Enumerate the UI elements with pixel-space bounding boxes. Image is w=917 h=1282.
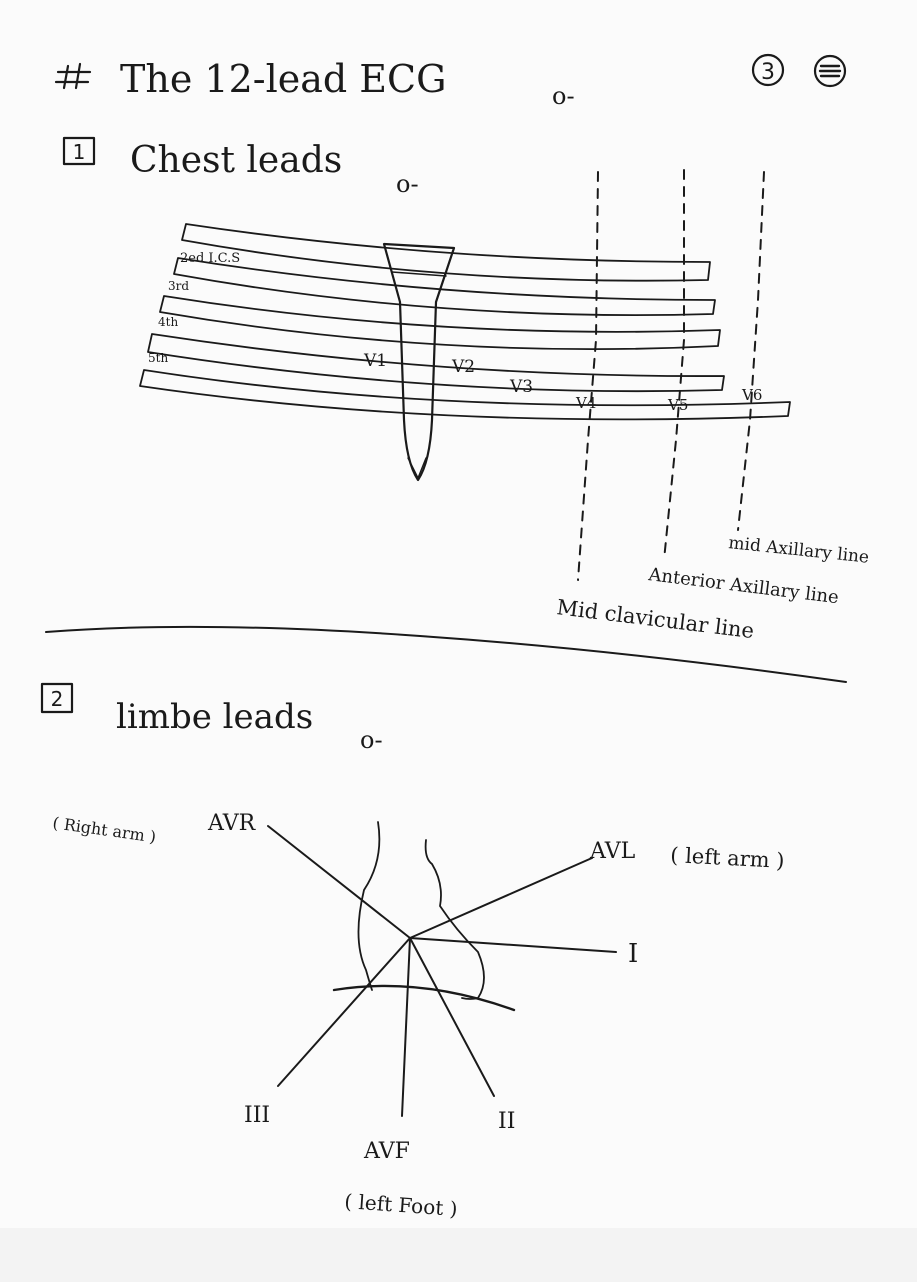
sternum	[382, 242, 456, 482]
page-number: 3	[761, 60, 775, 85]
page-edge	[0, 1228, 917, 1282]
section1-heading: 1 Chest leads o-	[62, 136, 419, 198]
anterior-axillary-line	[663, 169, 685, 561]
lead-ii-axis	[409, 937, 495, 1097]
section1-number: 1	[73, 140, 86, 164]
section2-title-suffix: o-	[360, 726, 383, 754]
ics-label-4: 4th	[158, 315, 178, 329]
section2-number-box	[40, 682, 74, 714]
rib-4	[147, 333, 725, 393]
lead-iii-label: III	[244, 1103, 270, 1128]
electrode-v5: V5	[667, 396, 688, 414]
section1-title-suffix: o-	[396, 170, 419, 198]
section1-number-box	[62, 136, 96, 166]
body-outline-left	[357, 821, 381, 991]
hash-icon	[54, 62, 92, 90]
mid-axillary-line	[737, 171, 765, 531]
page-title-suffix: o-	[552, 82, 575, 110]
electrode-v2: V2	[451, 357, 475, 377]
section2-title: limbe leads	[116, 697, 313, 737]
scribble-mark	[818, 64, 842, 78]
anterior-axillary-label: Anterior Axillary line	[646, 564, 840, 608]
body-outline-right	[424, 839, 485, 1000]
avl-note: ( left arm )	[670, 843, 785, 873]
avl-label: AVL	[589, 839, 636, 864]
mid-clavicular-line	[577, 171, 599, 581]
sternal-angle	[391, 271, 447, 277]
rib-1	[181, 223, 711, 282]
lead-i-axis	[409, 937, 617, 953]
hip-line	[332, 984, 516, 1012]
ics-label-2: 2ed I.C.S	[180, 251, 240, 266]
electrode-v6: V6	[741, 386, 762, 404]
rib-5	[139, 369, 791, 421]
mid-clavicular-label: Mid clavicular line	[555, 595, 755, 643]
rib-2	[173, 257, 716, 317]
section2-number: 2	[51, 687, 64, 711]
electrode-v3: V3	[509, 377, 533, 397]
avr-axis	[267, 825, 411, 939]
page-title: The 12-lead ECG	[120, 57, 446, 101]
lead-ii-label: II	[498, 1109, 515, 1134]
lead-iii-axis	[277, 937, 411, 1087]
ics-label-5: 5th	[148, 351, 168, 365]
section-divider	[45, 625, 847, 683]
avf-axis	[401, 937, 411, 1117]
avf-label: AVF	[363, 1139, 410, 1164]
electrode-v1: V1	[363, 351, 387, 371]
avl-axis	[409, 857, 593, 939]
header: The 12-lead ECG o- 3	[54, 53, 847, 110]
electrode-v4: V4	[575, 394, 596, 412]
section2-heading: 2 limbe leads o-	[40, 682, 383, 754]
xiphoid-tip	[407, 457, 427, 479]
section1-title: Chest leads	[130, 140, 342, 181]
avf-note: ( left Foot )	[344, 1189, 459, 1221]
lead-i-label: I	[628, 939, 638, 969]
page-number-circle	[751, 53, 785, 87]
mid-axillary-label: mid Axillary line	[727, 533, 869, 568]
limb-leads-diagram: ( Right arm ) AVR AVL ( left arm ) I III…	[51, 811, 785, 1221]
crossed-out-circle	[813, 54, 847, 88]
rib-3	[159, 295, 721, 351]
avr-label: AVR	[207, 811, 257, 836]
rib-cage-diagram: 2ed I.C.S 3rd 4th 5th V1 V2 V3 V4 V5 V6 …	[139, 169, 870, 643]
avr-note: ( Right arm )	[51, 813, 157, 846]
ics-label-3: 3rd	[168, 279, 189, 293]
